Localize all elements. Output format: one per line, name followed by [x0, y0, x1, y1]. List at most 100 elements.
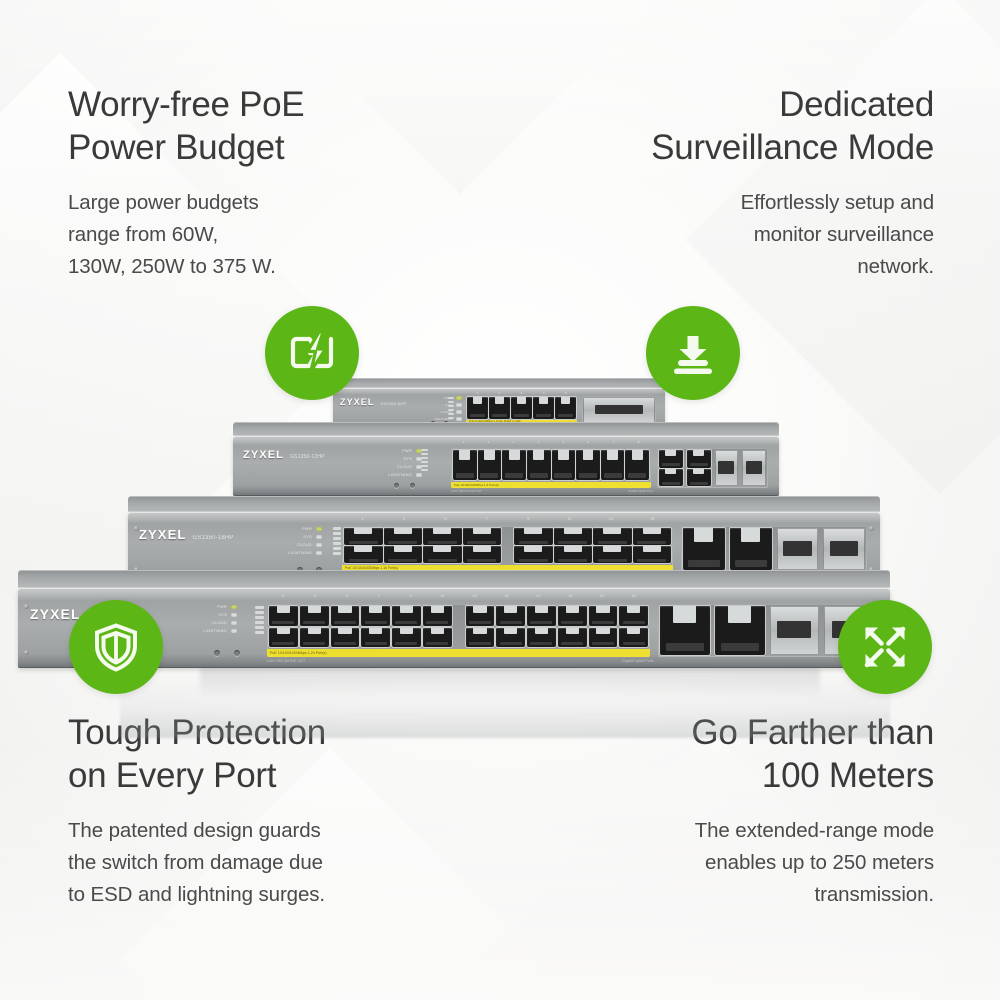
- rj45-port[interactable]: [465, 627, 495, 647]
- rj45-port[interactable]: [553, 546, 592, 563]
- chassis-screw: [24, 650, 29, 655]
- rj45-port[interactable]: [361, 606, 390, 626]
- rj45-port[interactable]: [557, 627, 587, 647]
- rj45-port[interactable]: [465, 606, 495, 626]
- uplink-rj45-port[interactable]: [686, 468, 711, 486]
- uplink-port-block: [657, 448, 768, 488]
- rj45-port[interactable]: [422, 606, 452, 626]
- port-number: 17: [536, 593, 541, 598]
- led-label: CLOUD: [296, 542, 312, 547]
- poe-meter-segment: [448, 417, 454, 419]
- rj45-port[interactable]: [299, 627, 329, 647]
- sfp-port[interactable]: [823, 528, 865, 570]
- rj45-port[interactable]: [496, 606, 525, 626]
- led-label: CLOUD: [211, 620, 227, 625]
- rj45-port[interactable]: [422, 627, 452, 647]
- rj45-port[interactable]: [557, 606, 587, 626]
- mode-button[interactable]: [410, 483, 415, 488]
- rj45-port[interactable]: [514, 546, 553, 563]
- rj45-port[interactable]: [625, 450, 649, 480]
- rj45-port[interactable]: [330, 606, 360, 626]
- sfp-port[interactable]: [776, 528, 819, 570]
- rj45-port[interactable]: [392, 606, 421, 626]
- rj45-port[interactable]: [383, 528, 422, 545]
- uplink-rj45-port[interactable]: [686, 450, 711, 468]
- uplink-rj45-port[interactable]: [729, 528, 772, 570]
- rj45-port[interactable]: [619, 606, 648, 626]
- rj45-port[interactable]: [269, 627, 298, 647]
- feature-block-bottom-right: Go Farther than 100 Meters The extended-…: [514, 712, 934, 911]
- sfp-slot: [777, 620, 812, 639]
- rj45-port[interactable]: [462, 528, 501, 545]
- brand-name: ZYXEL: [243, 449, 284, 461]
- uplink-rj45-port[interactable]: [659, 468, 683, 486]
- rj45-port[interactable]: [593, 528, 632, 545]
- reset-button[interactable]: [394, 483, 399, 488]
- reset-button[interactable]: [214, 650, 220, 656]
- uplink-rj45-port[interactable]: [683, 528, 725, 570]
- sfp-port[interactable]: [769, 606, 820, 655]
- rj45-port[interactable]: [533, 397, 554, 419]
- rj45-port[interactable]: [527, 606, 556, 626]
- sfp-port[interactable]: [742, 450, 766, 486]
- poe-meter-segment: [333, 537, 341, 540]
- port-number: 8: [637, 440, 640, 444]
- rj45-port[interactable]: [632, 528, 671, 545]
- uplink-rj45-port[interactable]: [714, 606, 765, 655]
- rj45-port[interactable]: [576, 450, 600, 480]
- chassis-screw: [24, 604, 29, 609]
- rj45-port[interactable]: [588, 606, 618, 626]
- poe-meter-segment: [333, 532, 341, 535]
- rj45-port[interactable]: [392, 627, 421, 647]
- led-indicator: [416, 448, 422, 453]
- sfp-port[interactable]: [714, 450, 739, 486]
- rj45-port[interactable]: [330, 627, 360, 647]
- rj45-port[interactable]: [344, 528, 383, 545]
- status-led: PWR: [426, 396, 462, 400]
- rj45-port[interactable]: [588, 627, 618, 647]
- rj45-port[interactable]: [527, 627, 556, 647]
- status-led: LIGHTNING: [286, 550, 322, 555]
- rj45-port[interactable]: [477, 450, 502, 480]
- rj45-port[interactable]: [551, 450, 576, 480]
- led-indicator: [231, 604, 237, 609]
- rj45-port[interactable]: [496, 627, 525, 647]
- sfp-port[interactable]: [583, 397, 655, 423]
- poe-usage-meter: [255, 606, 264, 634]
- rj45-port[interactable]: [502, 450, 526, 480]
- rj45-port[interactable]: [511, 397, 532, 419]
- rj45-port[interactable]: [453, 450, 477, 480]
- rj45-port[interactable]: [632, 546, 671, 563]
- status-led: SYS: [201, 612, 237, 617]
- rj45-port[interactable]: [344, 546, 383, 563]
- rj45-port[interactable]: [462, 546, 501, 563]
- front-panel-buttons[interactable]: [214, 650, 240, 656]
- rj45-port[interactable]: [489, 397, 510, 419]
- rj45-port[interactable]: [600, 450, 625, 480]
- mode-button[interactable]: [234, 650, 240, 656]
- uplink-port-block: [582, 396, 656, 424]
- switch-front-panel: ZYXELGS1350-26HPPWRSYSCLOUDLIGHTNINGPoE …: [18, 588, 890, 668]
- port-number: 2: [498, 391, 501, 395]
- rj45-port[interactable]: [423, 528, 462, 545]
- uplink-rj45-port[interactable]: [659, 450, 683, 468]
- rj45-port[interactable]: [514, 528, 553, 545]
- rj45-port[interactable]: [361, 627, 390, 647]
- front-panel-buttons[interactable]: [394, 483, 415, 488]
- uplink-rj45-port[interactable]: [660, 606, 710, 655]
- rj45-port[interactable]: [299, 606, 329, 626]
- rj45-port[interactable]: [269, 606, 298, 626]
- rj45-port[interactable]: [593, 546, 632, 563]
- rj45-port[interactable]: [553, 528, 592, 545]
- rj45-port[interactable]: [423, 546, 462, 563]
- rj45-port[interactable]: [619, 627, 648, 647]
- download-stack-icon: [646, 306, 740, 400]
- rj45-port[interactable]: [555, 397, 576, 419]
- rj45-port[interactable]: [467, 397, 488, 419]
- rj45-port[interactable]: [526, 450, 551, 480]
- rj45-port[interactable]: [383, 546, 422, 563]
